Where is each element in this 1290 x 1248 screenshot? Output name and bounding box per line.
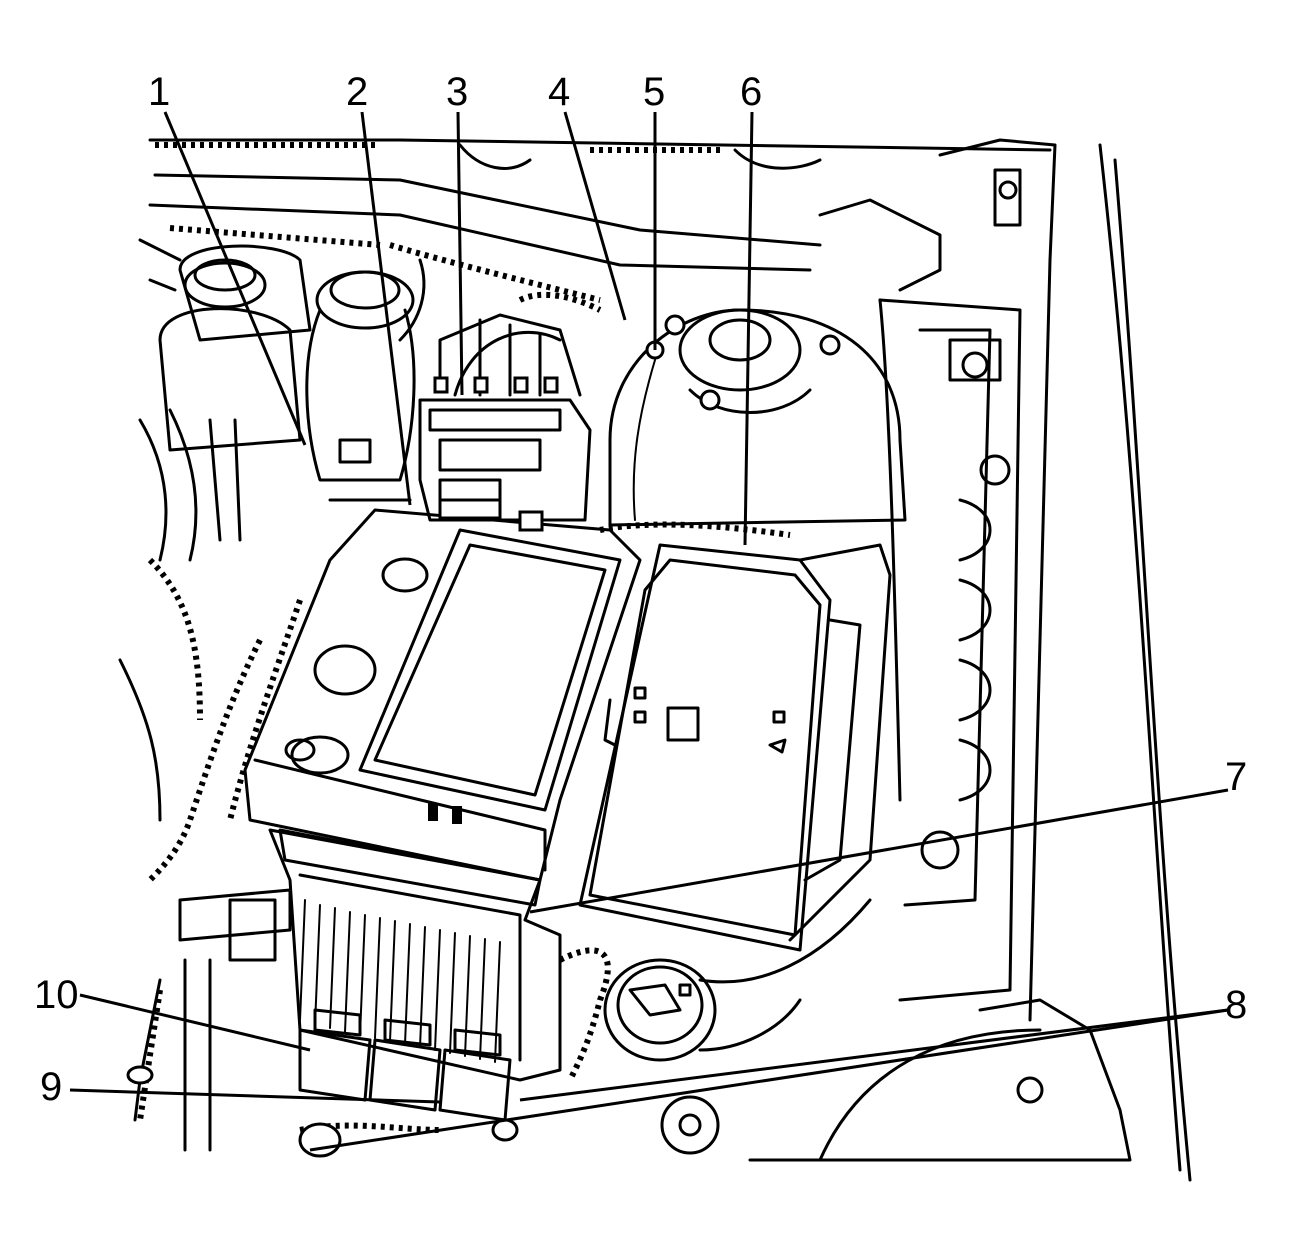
leader-2	[360, 111, 412, 506]
connector-c1	[298, 1008, 372, 1102]
wiring-harness	[389, 242, 902, 802]
right-fender-panel	[748, 138, 1192, 1182]
brake-fluid-reservoir	[305, 270, 416, 502]
callout-10: 10	[34, 973, 79, 1017]
callout-9: 9	[40, 1065, 62, 1109]
leader-10	[79, 993, 311, 1052]
callout-1: 1	[148, 70, 170, 114]
callout-3: 3	[446, 70, 468, 114]
cowl-grille	[148, 138, 1052, 292]
engine-control-module	[178, 828, 611, 1158]
leader-1	[163, 111, 307, 446]
coolant-reservoir	[138, 238, 312, 452]
fuse-block	[578, 543, 892, 952]
leader-8	[519, 1008, 1229, 1102]
connector-c2	[368, 1018, 442, 1112]
callout-5: 5	[643, 70, 665, 114]
leader-9	[69, 1088, 441, 1104]
callout-labels: 1 2 3 4 5 6 7 8 9 10	[34, 70, 1247, 1109]
abs-modulator	[418, 313, 592, 522]
callout-8: 8	[1225, 983, 1247, 1027]
leader-7	[529, 788, 1229, 914]
callout-6: 6	[740, 70, 762, 114]
leader-lines	[69, 111, 1229, 1152]
leader-3	[456, 111, 464, 396]
left-hoses	[118, 408, 303, 1152]
callout-4: 4	[548, 70, 570, 114]
leader-6	[743, 111, 754, 546]
washer-reservoir-cap	[603, 898, 872, 1155]
callout-7: 7	[1225, 755, 1247, 799]
leader-4	[563, 111, 627, 321]
strut-tower	[608, 308, 907, 527]
leader-8b	[309, 1008, 1229, 1152]
battery	[243, 498, 642, 907]
callout-2: 2	[346, 70, 368, 114]
heat-sink-fins	[299, 899, 501, 1063]
